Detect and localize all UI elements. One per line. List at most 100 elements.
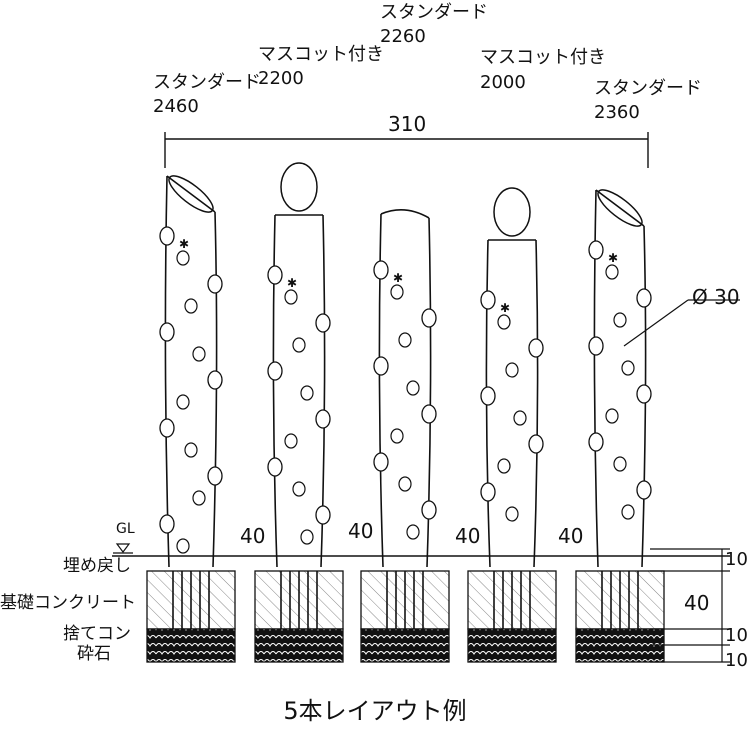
mascot-head (493, 187, 531, 237)
knot-hole (390, 428, 404, 444)
gravel-layer (575, 628, 665, 663)
crushed-stone-label: 砕石 (77, 644, 111, 664)
concrete-depth-label: 40 (684, 591, 710, 615)
post-1-height: 2460 (153, 96, 199, 117)
mascot-head (280, 162, 318, 212)
knot-hole (184, 298, 198, 314)
knot-hole (284, 433, 298, 449)
knot (636, 480, 652, 500)
knot (207, 274, 223, 294)
knot-hole (621, 504, 635, 520)
foundation-2 (254, 570, 344, 663)
foundation-concrete-label: 基礎コンクリート (0, 593, 136, 613)
knot (159, 226, 175, 246)
knot (421, 404, 437, 424)
knot-hole (613, 312, 627, 328)
post-5-type: スタンダード (594, 78, 702, 99)
foundations (146, 570, 665, 663)
knot (480, 482, 496, 502)
knot-hole (300, 385, 314, 401)
leveling-concrete-label: 捨てコン (63, 624, 131, 644)
diameter-label: Ø 30 (692, 285, 740, 309)
knot-hole (621, 360, 635, 376)
knot (373, 260, 389, 280)
post-5: ✱ (588, 189, 652, 568)
ground-level-label: GL (116, 521, 135, 537)
knot (159, 322, 175, 342)
knot-hole (284, 289, 298, 305)
knot-hole (398, 476, 412, 492)
post-3-type: スタンダード (380, 2, 488, 23)
knot (315, 409, 331, 429)
knot-hole (406, 524, 420, 540)
gravel-layer (146, 628, 236, 663)
spacing-4-label: 40 (558, 524, 584, 548)
knot (159, 418, 175, 438)
spacing-1-label: 40 (240, 524, 266, 548)
knot (588, 336, 604, 356)
knot-hole (192, 346, 206, 362)
knot (636, 288, 652, 308)
knot (421, 500, 437, 520)
knot (373, 356, 389, 376)
knot-hole (176, 538, 190, 554)
gravel-layer (254, 628, 344, 663)
foundation-5 (575, 570, 665, 663)
leveling-depth-label: 10 (725, 625, 748, 646)
post-2: ✱ (267, 162, 331, 568)
knot-hole (300, 529, 314, 545)
knot (480, 290, 496, 310)
insect-mark: ✱ (179, 237, 189, 251)
insect-mark: ✱ (500, 301, 510, 315)
knot-hole (605, 264, 619, 280)
knot-hole (398, 332, 412, 348)
post-5-height: 2360 (594, 102, 640, 123)
posts: ✱ ✱ ✱ ✱ ✱ (159, 162, 652, 568)
knot-hole (292, 481, 306, 497)
knot (528, 338, 544, 358)
overall-width-label: 310 (388, 112, 427, 136)
knot (588, 240, 604, 260)
knot (267, 361, 283, 381)
knot (159, 514, 175, 534)
overall-dimension-line (164, 132, 649, 168)
knot-hole (406, 380, 420, 396)
knot-hole (176, 250, 190, 266)
knot-hole (613, 456, 627, 472)
foundation-3 (360, 570, 450, 663)
knot (480, 386, 496, 406)
post-2-height: 2200 (258, 68, 304, 89)
knot-hole (497, 314, 511, 330)
post-outline (378, 209, 432, 568)
post-4-type: マスコット付き (480, 47, 606, 68)
knot (373, 452, 389, 472)
foundation-4 (467, 570, 557, 663)
ground-level-line (112, 543, 730, 557)
post-4: ✱ (480, 187, 544, 568)
foundation-1 (146, 570, 236, 663)
layer-dimension-lines (650, 548, 730, 663)
knot-hole (505, 506, 519, 522)
post-4-height: 2000 (480, 72, 526, 93)
knot-hole (505, 362, 519, 378)
knot-hole (176, 394, 190, 410)
knot (207, 466, 223, 486)
backfill-depth-label: 10 (725, 549, 748, 570)
gravel-layer (467, 628, 557, 663)
gravel-depth-label: 10 (725, 650, 748, 671)
knot (636, 384, 652, 404)
knot (588, 432, 604, 452)
knot-hole (605, 408, 619, 424)
spacing-3-label: 40 (455, 524, 481, 548)
post-1: ✱ (159, 175, 223, 568)
post-2-type: マスコット付き (258, 44, 384, 65)
backfill-label: 埋め戻し (63, 556, 131, 576)
knot-hole (184, 442, 198, 458)
post-outline (485, 239, 539, 568)
knot (528, 434, 544, 454)
insect-mark: ✱ (393, 271, 403, 285)
knot (315, 313, 331, 333)
diameter-leader (623, 299, 740, 347)
